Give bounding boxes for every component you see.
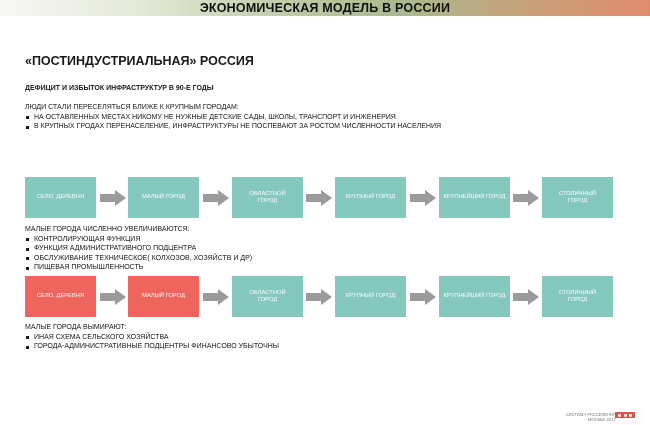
arrow-right-icon	[203, 289, 229, 305]
decline-lead: МАЛЫЕ ГОРОДА ВЫМИРАЮТ:	[25, 324, 127, 331]
flow-box-small-town: МАЛЫЙ ГОРОД	[128, 276, 199, 317]
arrow-right-icon	[513, 190, 539, 206]
list-item: ИНАЯ СХЕМА СЕЛЬСКОГО ХОЗЯЙСТВА	[25, 333, 279, 343]
arrow-right-icon	[410, 190, 436, 206]
flow-box-regional-city: ОБЛАСТНОЙ ГОРОД	[232, 177, 303, 218]
arrow-right-icon	[410, 289, 436, 305]
dot-icon	[629, 413, 632, 417]
flow-box-regional-city: ОБЛАСТНОЙ ГОРОД	[232, 276, 303, 317]
header-title: ЭКОНОМИЧЕСКАЯ МОДЕЛЬ В РОССИИ	[199, 1, 451, 15]
intro-section: ЛЮДИ СТАЛИ ПЕРЕСЕЛЯТЬСЯ БЛИЖЕ К КРУПНЫМ …	[25, 103, 441, 132]
intro-lead: ЛЮДИ СТАЛИ ПЕРЕСЕЛЯТЬСЯ БЛИЖЕ К КРУПНЫМ …	[25, 104, 239, 111]
list-item: ПИЩЕВАЯ ПРОМЫШЛЕННОСТЬ	[25, 263, 252, 273]
arrow-right-icon	[306, 289, 332, 305]
flow-box-small-town: МАЛЫЙ ГОРОД	[128, 177, 199, 218]
intro-list: НА ОСТАВЛЕННЫХ МЕСТАХ НИКОМУ НЕ НУЖНЫЕ Д…	[25, 113, 441, 132]
list-item: КОНТРОЛИРУЮЩАЯ ФУНКЦИЯ	[25, 235, 252, 245]
flow-box-largest-city: КРУПНЕЙШИЙ ГОРОД	[439, 276, 510, 317]
arrow-right-icon	[513, 289, 539, 305]
dot-icon	[623, 413, 627, 417]
growth-section: МАЛЫЕ ГОРОДА ЧИСЛЕННО УВЕЛИЧИВАЮТСЯ: КОН…	[25, 225, 252, 273]
page-subtitle: ДЕФИЦИТ И ИЗБЫТОК ИНФРАСТРУКТУР В 90-Е Г…	[25, 85, 214, 92]
list-item: В КРУПНЫХ ГРОДАХ ПЕРЕНАСЕЛЕНИЕ, ИНФРАСТР…	[25, 122, 441, 132]
header-banner: ЭКОНОМИЧЕСКАЯ МОДЕЛЬ В РОССИИ	[0, 0, 650, 16]
arrow-right-icon	[306, 190, 332, 206]
decline-section: МАЛЫЕ ГОРОДА ВЫМИРАЮТ: ИНАЯ СХЕМА СЕЛЬСК…	[25, 323, 279, 352]
footer-caption: СИСТЕМА РАССЕЛЕНИЯ МОСКВА 2017	[548, 412, 616, 422]
arrow-right-icon	[203, 190, 229, 206]
page-title: «ПОСТИНДУСТРИАЛЬНАЯ» РОССИЯ	[25, 54, 254, 68]
footer-logo-badge	[615, 412, 635, 418]
growth-lead: МАЛЫЕ ГОРОДА ЧИСЛЕННО УВЕЛИЧИВАЮТСЯ:	[25, 226, 190, 233]
dot-icon	[618, 413, 621, 417]
list-item: ОБСЛУЖИВАНИЕ ТЕХНИЧЕСКОЕ( КОЛХОЗОВ, ХОЗЯ…	[25, 254, 252, 264]
list-item: ГОРОДА-АДМИНИСТРАТИВНЫЕ ПОДЦЕНТРЫ ФИНАНС…	[25, 342, 279, 352]
flow-box-large-city: КРУПНЫЙ ГОРОД	[335, 276, 406, 317]
footer-line-1: СИСТЕМА РАССЕЛЕНИЯ	[565, 412, 616, 417]
list-item: НА ОСТАВЛЕННЫХ МЕСТАХ НИКОМУ НЕ НУЖНЫЕ Д…	[25, 113, 441, 123]
footer-line-2: МОСКВА 2017	[587, 417, 616, 422]
flow-box-capital-city: СТОЛИЧНЫЙ ГОРОД	[542, 177, 613, 218]
arrow-right-icon	[100, 289, 126, 305]
flow-box-village: СЕЛО, ДЕРЕВНЯ	[25, 177, 96, 218]
flow-box-capital-city: СТОЛИЧНЫЙ ГОРОД	[542, 276, 613, 317]
flow-box-largest-city: КРУПНЕЙШИЙ ГОРОД	[439, 177, 510, 218]
flow-box-large-city: КРУПНЫЙ ГОРОД	[335, 177, 406, 218]
growth-list: КОНТРОЛИРУЮЩАЯ ФУНКЦИЯ ФУНКЦИЯ АДМИНИСТР…	[25, 235, 252, 273]
list-item: ФУНКЦИЯ АДМИНИСТРАТИВНОГО ПОДЦЕНТРА	[25, 244, 252, 254]
arrow-right-icon	[100, 190, 126, 206]
flow-box-village: СЕЛО, ДЕРЕВНЯ	[25, 276, 96, 317]
decline-list: ИНАЯ СХЕМА СЕЛЬСКОГО ХОЗЯЙСТВА ГОРОДА-АД…	[25, 333, 279, 352]
